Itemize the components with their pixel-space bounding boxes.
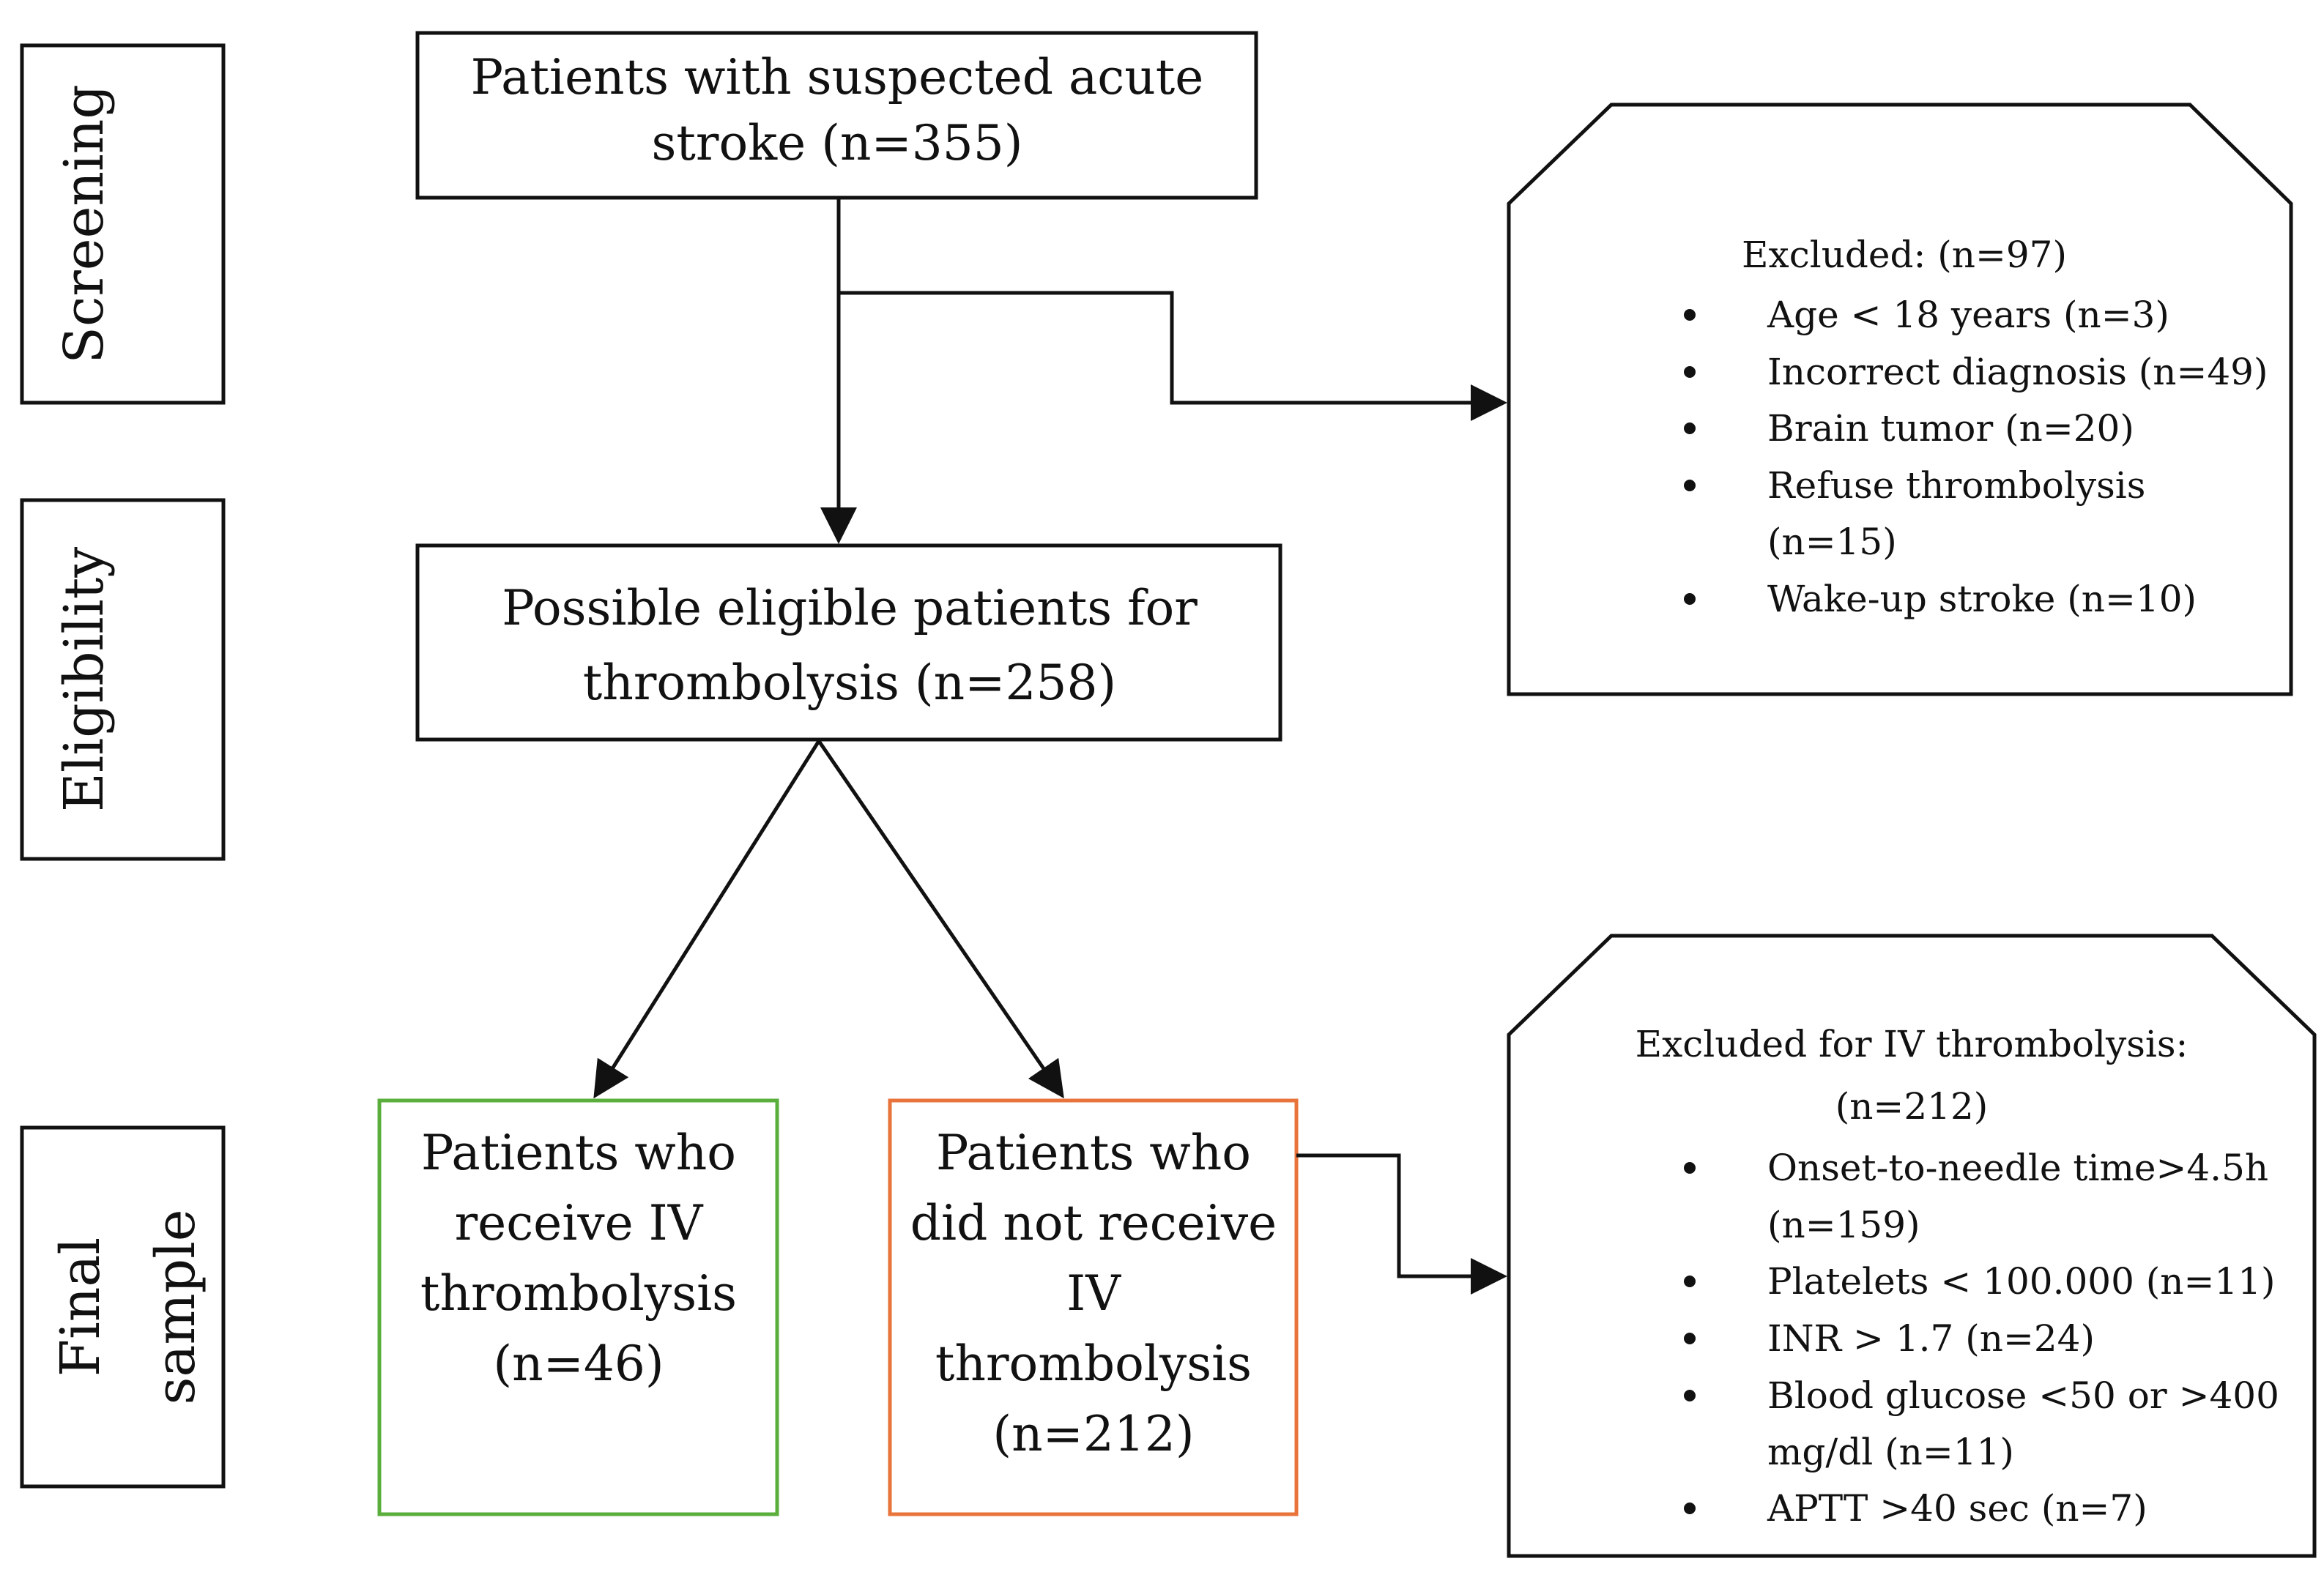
box-eligible: Possible eligible patients for thromboly… [415, 543, 1282, 742]
stage-final-sample: Final sample [20, 1125, 226, 1489]
exclusion2-item: APTT >40 sec (n=7) [1767, 1487, 2147, 1530]
box-not-received-line2: did not receive [910, 1195, 1277, 1251]
stage-screening: Screening [20, 43, 226, 405]
exclusion2-title-line2: (n=212) [1835, 1085, 1989, 1128]
box-suspected-line2: stroke (n=355) [652, 115, 1023, 171]
exclusion2-title-line1: Excluded for IV thrombolysis: [1636, 1023, 2189, 1065]
box-not-received-line1: Patients who [936, 1125, 1251, 1181]
exclusion2-item: Onset-to-needle time>4.5h [1767, 1147, 2268, 1189]
exclusion1-title: Excluded: (n=97) [1742, 234, 2067, 276]
stage-eligibility-label: Eligibility [53, 547, 116, 812]
box-not-received-line3: IV [1066, 1265, 1121, 1322]
box-not-received-line5: (n=212) [992, 1406, 1194, 1462]
exclusion2-item-continued: mg/dl (n=11) [1767, 1431, 2014, 1473]
exclusion1-item: Wake-up stroke (n=10) [1767, 578, 2197, 620]
exclusion1-item: Refuse thrombolysis [1767, 464, 2145, 507]
exclusion-box-1: Excluded: (n=97) Age < 18 years (n=3) In… [1507, 103, 2293, 696]
bullet [1684, 1333, 1696, 1344]
box-received-line1: Patients who [421, 1125, 736, 1181]
bullet [1684, 593, 1696, 605]
arrow-to-exclusion-2 [1296, 1153, 1507, 1295]
exclusion2-item: Blood glucose <50 or >400 [1767, 1374, 2279, 1417]
arrow-to-exclusion-1 [839, 291, 1507, 421]
box-not-received-iv: Patients who did not receive IV thrombol… [888, 1098, 1299, 1516]
bullet [1684, 1276, 1696, 1287]
stage-eligibility: Eligibility [20, 498, 226, 861]
bullet [1684, 366, 1696, 378]
arrow-eligible-to-not-received [817, 740, 1064, 1099]
exclusion2-item: Platelets < 100.000 (n=11) [1767, 1260, 2276, 1303]
exclusion1-item: Incorrect diagnosis (n=49) [1767, 351, 2268, 393]
stage-screening-label: Screening [53, 84, 116, 363]
exclusion1-item-continued: (n=15) [1767, 521, 1897, 563]
box-received-line2: receive IV [455, 1195, 704, 1251]
box-eligible-line1: Possible eligible patients for [502, 580, 1198, 636]
arrow-eligible-to-received [593, 740, 821, 1099]
bullet [1684, 1162, 1696, 1174]
box-received-iv: Patients who receive IV thrombolysis (n=… [377, 1098, 779, 1516]
exclusion2-item: INR > 1.7 (n=24) [1767, 1317, 2095, 1360]
bullet [1684, 1503, 1696, 1514]
stage-final-label-line2: sample [144, 1209, 207, 1404]
exclusion-box-2: Excluded for IV thrombolysis: (n=212) On… [1507, 934, 2317, 1558]
box-suspected-line1: Patients with suspected acute [471, 49, 1204, 105]
box-not-received-line4: thrombolysis [935, 1336, 1252, 1392]
box-eligible-line2: thrombolysis (n=258) [583, 655, 1116, 711]
stage-final-label-line1: Final [49, 1237, 112, 1377]
box-received-line4: (n=46) [493, 1336, 664, 1392]
bullet [1684, 309, 1696, 321]
exclusion1-item: Age < 18 years (n=3) [1767, 294, 2169, 336]
bullet [1684, 1390, 1696, 1401]
bullet [1684, 422, 1696, 434]
exclusion2-item-continued: (n=159) [1767, 1204, 1920, 1246]
box-suspected-stroke: Patients with suspected acute stroke (n=… [415, 31, 1258, 200]
box-received-line3: thrombolysis [420, 1265, 737, 1322]
exclusion1-item: Brain tumor (n=20) [1767, 407, 2134, 450]
bullet [1684, 480, 1696, 491]
